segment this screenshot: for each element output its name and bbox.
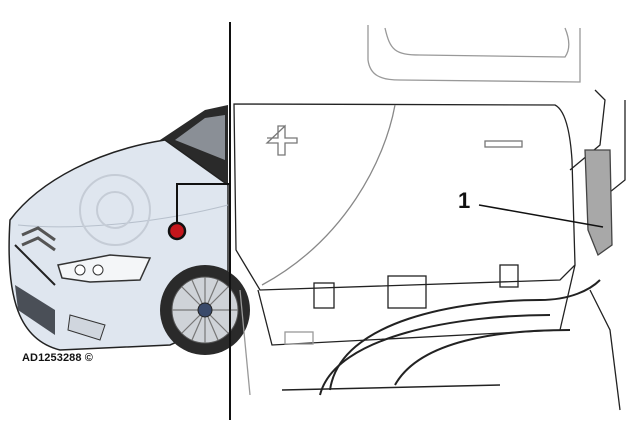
- engine-bay-illustration: [233, 25, 626, 411]
- car-illustration: [8, 105, 250, 355]
- callout-label-1: 1: [458, 188, 471, 213]
- figure-reference-code: AD1253288 ©: [22, 352, 93, 364]
- panel-divider: [229, 22, 231, 420]
- location-marker-icon: [167, 221, 187, 241]
